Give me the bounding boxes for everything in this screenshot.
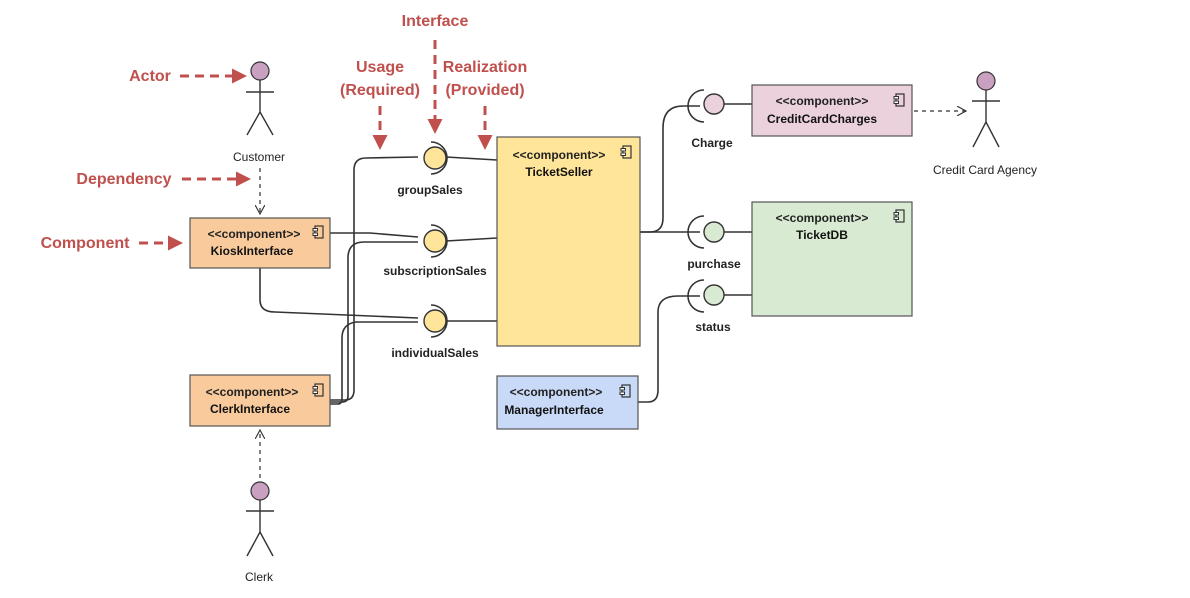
label-subscriptionsales: subscriptionSales: [383, 264, 487, 278]
interface-groupsales: [423, 141, 448, 175]
interface-individualsales: [423, 304, 448, 338]
wire-kiosk-subscription: [330, 232, 419, 238]
actor-credit-card-agency[interactable]: [972, 71, 1000, 148]
wire-ticketseller-charge: [640, 105, 700, 233]
kiosk-name: KioskInterface: [211, 244, 294, 258]
annotation-realization: Realization: [443, 59, 527, 76]
label-charge: Charge: [691, 136, 733, 150]
creditcard-stereotype: <<component>>: [776, 94, 869, 108]
label-status: status: [695, 320, 731, 334]
component-kioskinterface[interactable]: <<component>> KioskInterface: [189, 217, 331, 269]
annotation-dependency: Dependency: [76, 171, 171, 188]
clerk-interface-name: ClerkInterface: [210, 402, 290, 416]
wire-clerk-individual: [330, 321, 418, 405]
wire-group-ticketseller: [445, 156, 498, 161]
label-groupsales: groupSales: [397, 183, 463, 197]
clerk-interface-stereotype: <<component>>: [206, 385, 299, 399]
actor-clerk[interactable]: [246, 481, 274, 557]
component-ticketseller[interactable]: <<component>> TicketSeller: [496, 136, 641, 347]
creditcard-name: CreditCardCharges: [767, 112, 877, 126]
annotation-interface: Interface: [402, 13, 469, 30]
annotation-actor: Actor: [129, 68, 171, 85]
interface-purchase: [687, 215, 725, 249]
ticketseller-name: TicketSeller: [525, 165, 592, 179]
wire-kiosk-individual: [259, 268, 419, 319]
annotation-realization-provided: (Provided): [445, 82, 524, 99]
wire-subscription-ticketseller: [445, 237, 498, 242]
kiosk-stereotype: <<component>>: [208, 227, 301, 241]
annotation-component: Component: [41, 235, 131, 252]
actor-customer[interactable]: [246, 61, 274, 136]
component-managerinterface[interactable]: <<component>> ManagerInterface: [496, 375, 639, 430]
wire-manager-status: [638, 295, 700, 403]
wire-clerk-subscription: [330, 241, 418, 403]
component-creditcardcharges[interactable]: <<component>> CreditCardCharges: [751, 84, 913, 137]
component-ticketdb[interactable]: <<component>> TicketDB: [751, 201, 913, 317]
manager-stereotype: <<component>>: [510, 385, 603, 399]
actor-customer-label: Customer: [233, 150, 285, 164]
annotation-usage-required: (Required): [340, 82, 420, 99]
actor-credit-card-agency-label: Credit Card Agency: [933, 163, 1037, 177]
component-clerkinterface[interactable]: <<component>> ClerkInterface: [189, 374, 331, 427]
interface-charge: [687, 89, 725, 123]
ticketdb-stereotype: <<component>>: [776, 211, 869, 225]
actor-clerk-label: Clerk: [245, 570, 274, 584]
interface-status: [687, 279, 725, 313]
ticketdb-name: TicketDB: [796, 228, 848, 242]
manager-name: ManagerInterface: [504, 403, 604, 417]
label-individualsales: individualSales: [391, 346, 479, 360]
ticketseller-stereotype: <<component>>: [513, 148, 606, 162]
wire-clerk-group: [330, 156, 419, 401]
annotation-usage: Usage: [356, 59, 404, 76]
label-purchase: purchase: [687, 257, 741, 271]
interface-subscriptionsales: [423, 224, 448, 258]
